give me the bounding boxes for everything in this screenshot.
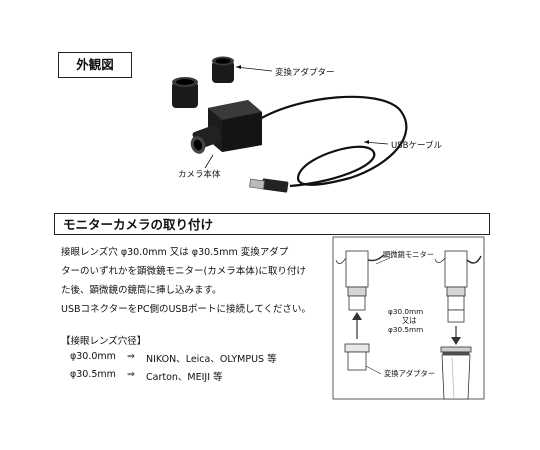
adapter-ring-large [172,77,198,108]
usb-cable [257,95,408,188]
eyepiece-heading: 【接眼レンズ穴径】 [61,336,147,347]
microscope-monitor-left [335,250,385,311]
instruction-line-2: ターのいずれかを顕微鏡モニター(カメラ本体)に取り付け [61,266,306,277]
camera-body [190,100,262,154]
instruction-line-1: 接眼レンズ穴 φ30.0mm 又は φ30.5mm 変換アダプ [61,247,289,258]
eyepiece-size: φ30.0mm [70,351,116,362]
size-label-3: φ30.5mm [388,325,424,334]
microscope-tube [440,346,472,400]
exterior-view-title: 外観図 [58,52,132,78]
instruction-line-4: USBコネクターをPC側のUSBポートに接続してください。 [61,304,311,315]
usb-connector [249,178,265,190]
usb-cable-label: USBケーブル [391,141,442,151]
mounting-title: モニターカメラの取り付け [54,213,490,235]
camera-body-label: カメラ本体 [178,170,221,180]
monitor-label: 顕微鏡モニター [383,250,435,259]
eyepiece-size: φ30.5mm [70,369,116,380]
usb-plug [261,178,289,193]
instruction-line-3: た後、顕微鏡の鏡筒に挿し込みます。 [61,285,222,296]
size-label-1: φ30.0mm [388,307,424,316]
arrow-up-icon [352,312,362,339]
size-label-2: 又は [402,316,417,325]
adapter-label: 変換アダプター [275,68,335,78]
adapter-ring-small [212,56,234,83]
eyepiece-brands: Carton、MEIJI 等 [146,372,223,383]
microscope-monitor-right [434,250,482,323]
adapter-diagram-label: 変換アダプター [384,369,436,378]
eyepiece-brands: NIKON、Leica、OLYMPUS 等 [146,354,277,365]
arrow-icon: ⇒ [127,369,135,380]
adapter-part [344,343,370,371]
arrow-down-icon [451,326,461,345]
arrow-icon: ⇒ [127,351,135,362]
